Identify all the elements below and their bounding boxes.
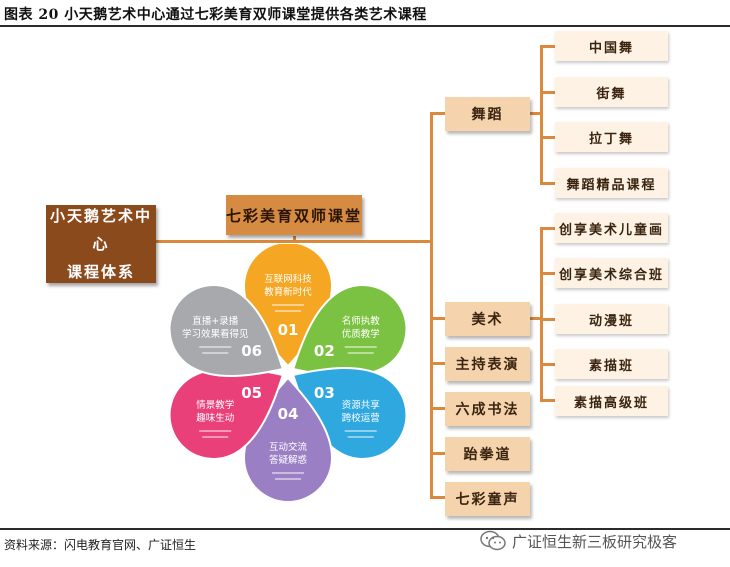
connector-stub [540,399,555,402]
connector-stub [540,45,555,48]
connector-stub [540,318,555,321]
petal-01-line1: 互联网科技 [264,273,312,285]
art-sub-comprehensive-class: 创享美术综合班 [555,258,668,288]
petal-04-number: 04 [278,405,299,423]
footer-divider [0,528,730,530]
petal-01-line2: 教育新时代 [264,286,312,298]
title-divider [0,25,730,27]
category-dance: 舞蹈 [445,97,530,131]
art-sub-advanced-sketch: 素描高级班 [555,386,668,416]
dance-sub-chinese-dance: 中国舞 [555,31,668,61]
category-taekwondo: 跆拳道 [445,437,530,471]
wechat-icon [480,530,506,551]
watermark: 广证恒生新三板研究极客 [480,530,677,552]
dual-teacher-classroom-box: 七彩美育双师课堂 [226,195,362,235]
connector-stub [430,112,445,115]
connector-stub [530,317,542,320]
art-sub-sketch-class: 素描班 [555,349,668,379]
connector-stub [430,496,445,499]
connector-stub [530,112,542,115]
figure-title: 图表 20 小天鹅艺术中心通过七彩美育双师课堂提供各类艺术课程 [4,7,427,23]
connector-stub [540,272,555,275]
petal-05-number: 05 [241,384,262,402]
petal-03-number: 03 [314,384,335,402]
connector-stub [430,407,445,410]
course-system-line1: 小天鹅艺术中心 [49,207,152,253]
connector-stub [430,452,445,455]
category-colorful-voice: 七彩童声 [445,482,530,516]
watermark-text: 广证恒生新三板研究极客 [512,532,678,551]
source-note: 资料来源：闪电教育官网、广证恒生 [4,538,197,552]
course-system-box: 小天鹅艺术中心 课程体系 [46,205,156,283]
petal-05-line2: 趣味生动 [196,412,234,424]
petal-04-line2: 答疑解惑 [269,454,308,466]
connector-center-drop [293,236,296,242]
connector-art-spine [540,228,543,401]
petal-04-line1: 互动交流 [269,441,308,453]
connector-stub [540,136,555,139]
dance-sub-street-dance: 街舞 [555,77,668,107]
petal-05-line1: 情景教学 [196,399,234,411]
petal-02-line1: 名师执教 [342,315,381,327]
category-calligraphy: 六成书法 [445,392,530,426]
connector-stub [540,91,555,94]
petal-02-number: 02 [314,342,335,360]
petal-02-line2: 优质教学 [342,328,380,340]
petal-06-line2: 学习效果看得见 [182,328,249,340]
connector-category-spine [430,115,433,498]
petal-06-number: 06 [241,342,262,360]
connector-stub [540,227,555,230]
petal-06 [168,284,285,377]
petal-03-line2: 跨校运营 [342,412,380,424]
connector-stub [430,362,445,365]
petal-shape [168,284,285,377]
petal-01-number: 01 [278,321,299,339]
art-sub-animation-class: 动漫班 [555,304,668,334]
petal-06-line1: 直播+录播 [192,315,238,327]
art-sub-children-drawing: 创享美术儿童画 [555,213,668,243]
dance-sub-latin-dance: 拉丁舞 [555,122,668,152]
connector-stub [540,363,555,366]
category-hosting-performance: 主持表演 [445,347,530,381]
petal-03-line1: 资源共享 [342,399,380,411]
category-art: 美术 [445,302,530,336]
connector-stub [430,317,445,320]
dance-sub-premium-course: 舞蹈精品课程 [555,168,668,198]
connector-stub [540,182,555,185]
course-system-line2: 课程体系 [66,263,135,281]
